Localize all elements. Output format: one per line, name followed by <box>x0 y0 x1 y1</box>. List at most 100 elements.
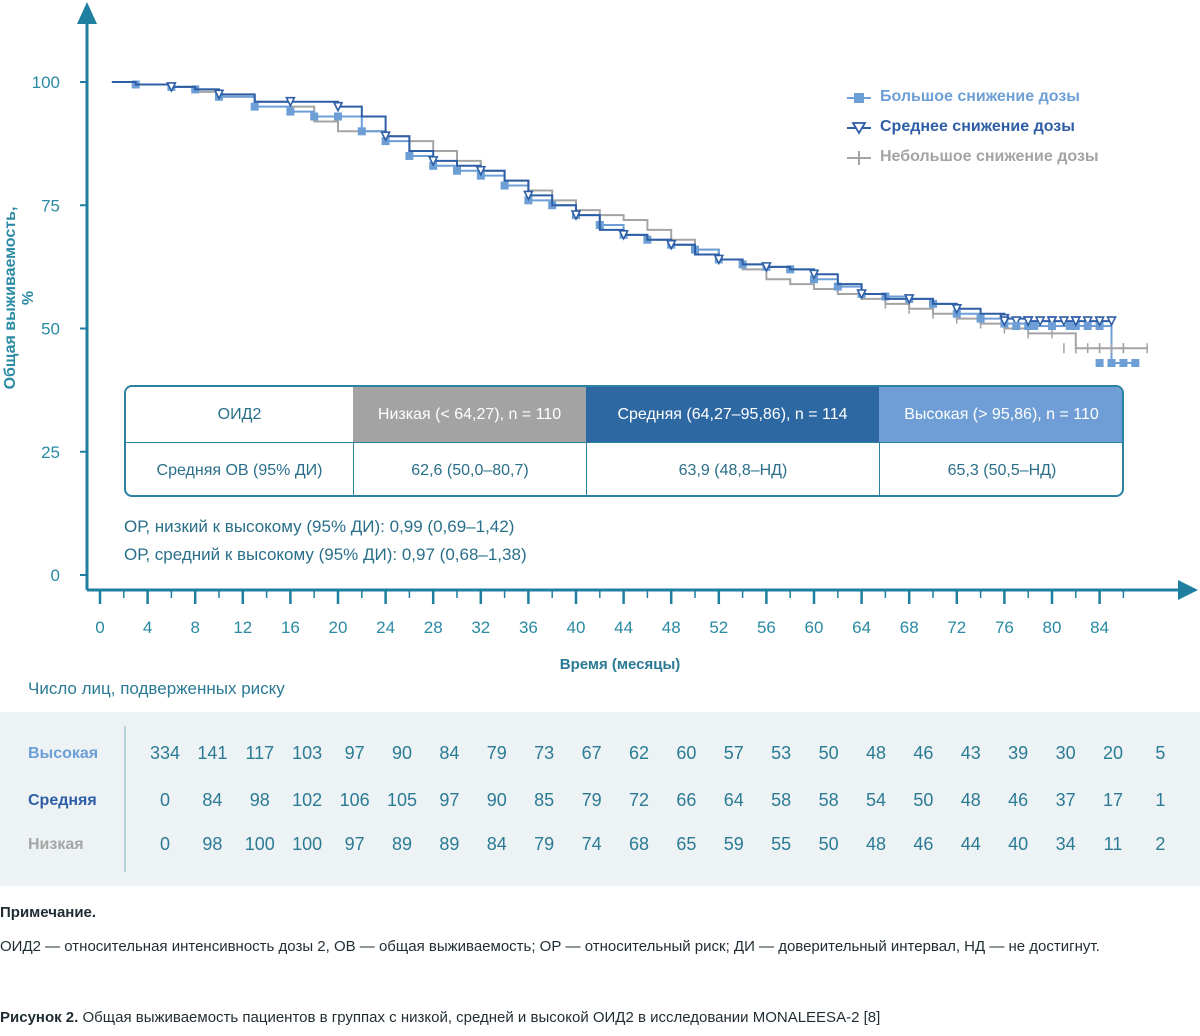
data-point-high <box>334 112 342 121</box>
risk-value: 73 <box>534 743 555 763</box>
data-point-medium <box>1094 316 1105 327</box>
data-point-medium <box>570 210 582 221</box>
risk-value: 20 <box>1102 743 1124 763</box>
y-tick-label: 25 <box>41 443 60 462</box>
x-tick-label: 68 <box>900 618 919 637</box>
risk-value: 90 <box>486 790 507 810</box>
table-cell-high: 65,3 (50,5–НД) <box>879 443 1122 495</box>
data-point-medium <box>618 230 629 241</box>
data-point-medium <box>1106 316 1117 327</box>
risk-value: 72 <box>628 790 650 810</box>
risk-value: 79 <box>534 834 555 854</box>
risk-value: 39 <box>1008 743 1029 763</box>
risk-value: 84 <box>202 790 223 810</box>
data-point-high <box>1030 322 1039 331</box>
x-tick-label: 40 <box>567 618 586 637</box>
data-point-medium <box>166 82 177 93</box>
x-tick-label: 24 <box>376 618 395 637</box>
risk-row-label: Средняя <box>28 792 97 809</box>
x-tick-label: 80 <box>1043 618 1062 637</box>
x-tick-label: 32 <box>471 618 490 637</box>
risk-value: 74 <box>581 834 602 854</box>
legend-label-medium: Среднее снижение дозы <box>880 118 1075 135</box>
data-point-medium <box>285 96 296 108</box>
x-tick-label: 28 <box>424 618 443 637</box>
table-cell-label: Средняя ОВ (95% ДИ) <box>156 461 323 479</box>
risk-value: 48 <box>865 834 887 854</box>
x-axis-label: Время (месяцы) <box>559 656 681 673</box>
x-tick-label: 72 <box>947 618 966 637</box>
legend-label-low: Небольшое снижение дозы <box>880 148 1099 165</box>
risk-value: 1 <box>1155 790 1166 810</box>
risk-value: 59 <box>723 834 744 854</box>
risk-value: 85 <box>534 790 555 810</box>
x-tick-label: 0 <box>95 618 104 637</box>
x-tick-label: 52 <box>709 618 728 637</box>
x-tick-label: 48 <box>662 618 681 637</box>
risk-value: 54 <box>865 790 887 810</box>
table-row: Средняя ОВ (95% ДИ) 62,6 (50,0–80,7) 63,… <box>126 442 1122 495</box>
x-tick-label: 56 <box>757 618 776 637</box>
risk-value: 5 <box>1155 743 1166 763</box>
data-point-high <box>1107 359 1116 368</box>
risk-value: 68 <box>628 834 650 854</box>
data-point-medium <box>1070 316 1082 327</box>
data-point-high <box>500 181 509 190</box>
table-header-low: Низкая (< 64,27), n = 110 <box>353 387 586 442</box>
footnote-text: ОИД2 — относительная интенсивность дозы … <box>0 938 1100 955</box>
risk-value: 46 <box>1008 790 1029 810</box>
risk-value: 46 <box>913 743 934 763</box>
x-axis-arrow <box>1178 580 1198 600</box>
risk-value: 62 <box>628 743 650 763</box>
table-header-high: Высокая (> 95,86), n = 110 <box>879 387 1122 442</box>
risk-value: 50 <box>818 834 839 854</box>
hazard-ratio-medium: ОР, средний к высокому (95% ДИ): 0,97 (0… <box>124 545 527 564</box>
risk-value: 40 <box>1008 834 1029 854</box>
data-point-medium <box>332 101 344 113</box>
data-point-medium <box>1022 316 1034 327</box>
table-header-row: ОИД2 Низкая (< 64,27), n = 110 Средняя (… <box>126 387 1122 442</box>
risk-value: 98 <box>202 834 223 854</box>
risk-value: 0 <box>159 790 170 810</box>
x-tick-label: 16 <box>281 618 300 637</box>
x-tick-label: 64 <box>852 618 871 637</box>
data-point-high <box>405 151 414 160</box>
data-point-medium <box>1034 316 1046 327</box>
risk-value: 57 <box>723 743 744 763</box>
data-point-high <box>453 166 461 175</box>
risk-value: 102 <box>292 790 323 810</box>
data-point-high <box>357 127 366 136</box>
risk-value: 334 <box>149 743 181 763</box>
data-point-medium <box>951 303 963 315</box>
risk-value: 46 <box>913 834 934 854</box>
risk-value: 0 <box>159 834 170 854</box>
chart-series <box>111 80 1148 368</box>
x-tick-label: 4 <box>143 618 152 637</box>
data-point-high <box>1012 322 1021 331</box>
footnote-title: Примечание. <box>0 904 97 921</box>
risk-value: 103 <box>292 743 323 763</box>
risk-value: 58 <box>818 790 839 810</box>
risk-value: 44 <box>960 834 981 854</box>
risk-row-label: Низкая <box>28 836 84 853</box>
risk-value: 100 <box>244 834 275 854</box>
risk-row-label: Высокая <box>28 745 99 762</box>
risk-value: 11 <box>1103 834 1123 854</box>
data-point-medium <box>1058 316 1070 327</box>
risk-value: 89 <box>391 834 413 854</box>
y-axis-label: Общая выживаемость, % <box>2 206 37 390</box>
risk-value: 58 <box>771 790 792 810</box>
risk-value: 34 <box>1055 834 1076 854</box>
risk-value: 97 <box>344 743 365 763</box>
y-tick-label: 50 <box>41 320 60 339</box>
risk-value: 17 <box>1102 790 1124 810</box>
data-point-medium <box>1011 316 1022 327</box>
data-point-high <box>1119 359 1128 368</box>
table-header-oid2: ОИД2 <box>126 387 353 442</box>
x-tick-label: 60 <box>805 618 824 637</box>
data-point-high <box>310 112 319 121</box>
risk-value: 97 <box>344 834 365 854</box>
data-point-high <box>1065 322 1074 331</box>
